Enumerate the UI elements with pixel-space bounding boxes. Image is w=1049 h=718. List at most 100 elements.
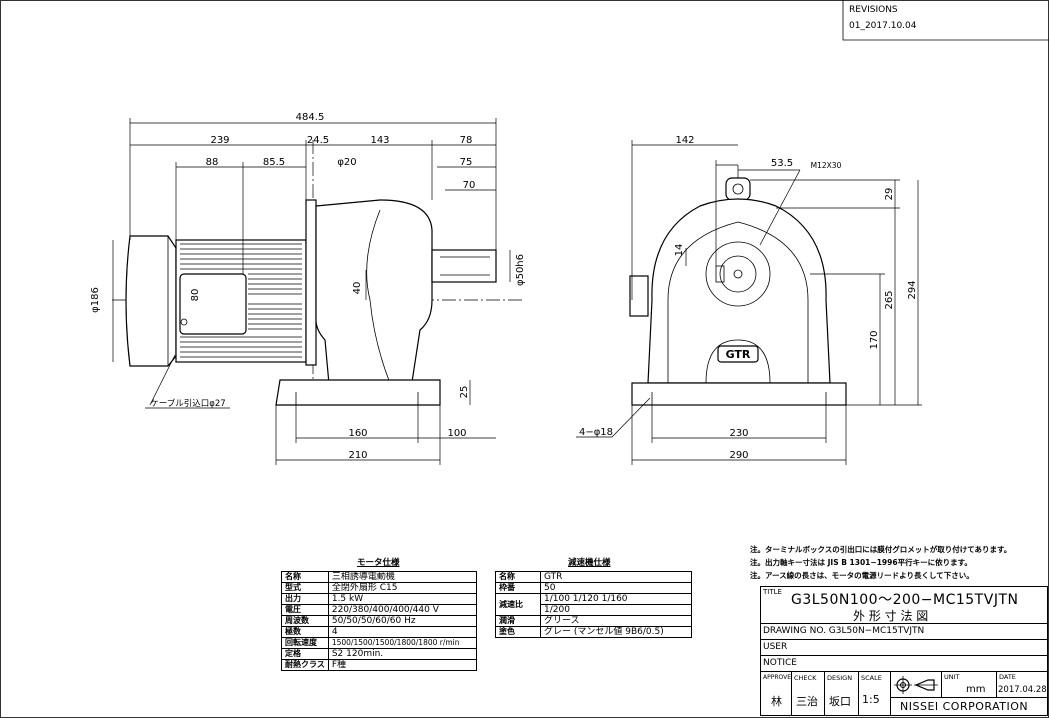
dim-290: 290 [729,450,748,461]
reducer-value: 50 [540,582,692,594]
dim-160: 160 [348,428,367,439]
dim-142: 142 [675,135,694,146]
motor-spec-key: 極数 [281,626,329,638]
reducer-value: グレー (マンセル値 9B6/0.5) [540,626,692,638]
reducer-value: GTR [540,571,692,583]
drawing-subtitle: 外 形 寸 法 図 [853,609,929,623]
dim-294: 294 [907,280,918,299]
motor-spec-key: 定格 [281,648,329,660]
unit-value: mm [966,684,986,695]
date-value: 2017.04.28 [998,685,1047,695]
motor-spec-value: 50/50/50/60/60 Hz [327,615,478,627]
output-shaft [431,249,497,283]
eyebolt [725,177,751,201]
revision-entry: 01_2017.10.04 [849,21,917,31]
fan-cover [125,235,177,367]
reducer-row: 塗色グレー (マンセル値 9B6/0.5) [495,626,692,638]
motor-spec-key: 周波数 [281,615,329,627]
note-line: 注。アース線の長さは、モータの電源リードより長くして下さい。 [750,571,974,580]
company-name: NISSEI CORPORATION [900,700,1029,713]
dim-210: 210 [348,450,367,461]
dim-24-5: 24.5 [307,135,329,146]
motor-spec-value: 1500/1500/1500/1800/1800 r/min [327,637,478,649]
title-block: TITLE G3L50N100〜200−MC15TVJTN 外 形 寸 法 図 … [760,586,1048,716]
motor-spec-value: 220/380/400/400/440 V [327,604,478,616]
reducer-key: 枠番 [495,582,541,594]
reducer-value: 1/200 [540,604,692,616]
dim-overall-length: 484.5 [296,112,325,123]
scale-value: 1:5 [862,693,880,706]
unit-label: UNIT [944,673,960,681]
note-line: 注。ターミナルボックスの引出口には膜付グロメットが取り付けてあります。 [750,545,1012,554]
front-view: GTR [576,140,922,465]
approve-label: APPROVE [763,674,792,681]
revisions-header: REVISIONS [849,5,898,15]
side-view [112,118,525,465]
motor-spec-key: 耐熱クラス [281,659,329,671]
dim-mounting-holes: 4−φ18 [579,427,613,438]
dim-29: 29 [884,188,895,201]
scale-label: SCALE [861,674,882,682]
reducer-value: グリース [540,615,692,627]
reducer-foot [275,379,441,406]
motor-spec-value: F種 [327,659,478,671]
front-foot [631,382,847,406]
motor-spec-key: 出力 [281,593,329,605]
check-label: CHECK [794,674,817,682]
dim-230: 230 [729,428,748,439]
date-label: DATE [999,673,1016,681]
motor-spec-key: 型式 [281,582,329,594]
dim-88: 88 [206,157,219,168]
dim-phi50h6: φ50h6 [515,254,526,286]
dim-170: 170 [869,330,880,349]
revision-box: REVISIONS 01_2017.10.04 [842,0,1049,41]
motor-spec-value: 4 [327,626,478,638]
motor-flange [305,199,317,366]
dim-14: 14 [674,244,685,257]
user-label: USER [763,642,788,652]
cable-inlet-label: ケーブル引込口φ27 [150,398,225,409]
reducer-key: 名称 [495,571,541,583]
dim-100: 100 [447,428,466,439]
reducer-row: 潤滑グリース [495,615,692,627]
reducer-key: 塗色 [495,626,541,638]
notes: 注。ターミナルボックスの引出口には膜付グロメットが取り付けてあります。 注。出力… [750,543,1011,582]
dim-m12x30: M12X30 [811,161,842,170]
dim-25: 25 [459,386,470,399]
motor-spec-value: 1.5 kW [327,593,478,605]
design-label: DESIGN [827,674,853,682]
front-view-dimension-labels: 142 53.5 M12X30 29 14 265 294 170 4−φ18 … [579,135,918,461]
gtr-logo [717,345,759,363]
motor-spec-key: 名称 [281,571,329,583]
projection-symbol-icon [894,676,938,694]
dim-143: 143 [370,135,389,146]
dim-70: 70 [463,180,476,191]
title-label: TITLE [763,588,782,596]
motor-spec-key: 回転速度 [281,637,329,649]
terminal-box [179,273,247,335]
dim-75: 75 [460,157,473,168]
approve-value: 林 [771,695,782,708]
design-value: 坂口 [829,695,851,708]
note-line: 注。出力軸キー寸法は JIS B 1301−1996平行キーに依ります。 [750,558,972,567]
drawing-title: G3L50N100〜200−MC15TVJTN [791,592,1019,608]
motor-spec-value: S2 120min. [327,648,478,660]
side-view-dimension-labels: 484.5 239 24.5 143 78 88 85.5 φ20 75 70 … [90,112,526,461]
check-value: 三治 [796,695,818,708]
dim-40: 40 [352,282,363,295]
motor-spec-title: モータ仕様 [357,558,400,568]
dim-78: 78 [460,135,473,146]
dim-85-5: 85.5 [263,157,285,168]
motor-spec-row: 型式全閉外扇形 C15 [281,582,478,594]
motor-spec-row: 名称三相誘導電動機 [281,571,478,583]
